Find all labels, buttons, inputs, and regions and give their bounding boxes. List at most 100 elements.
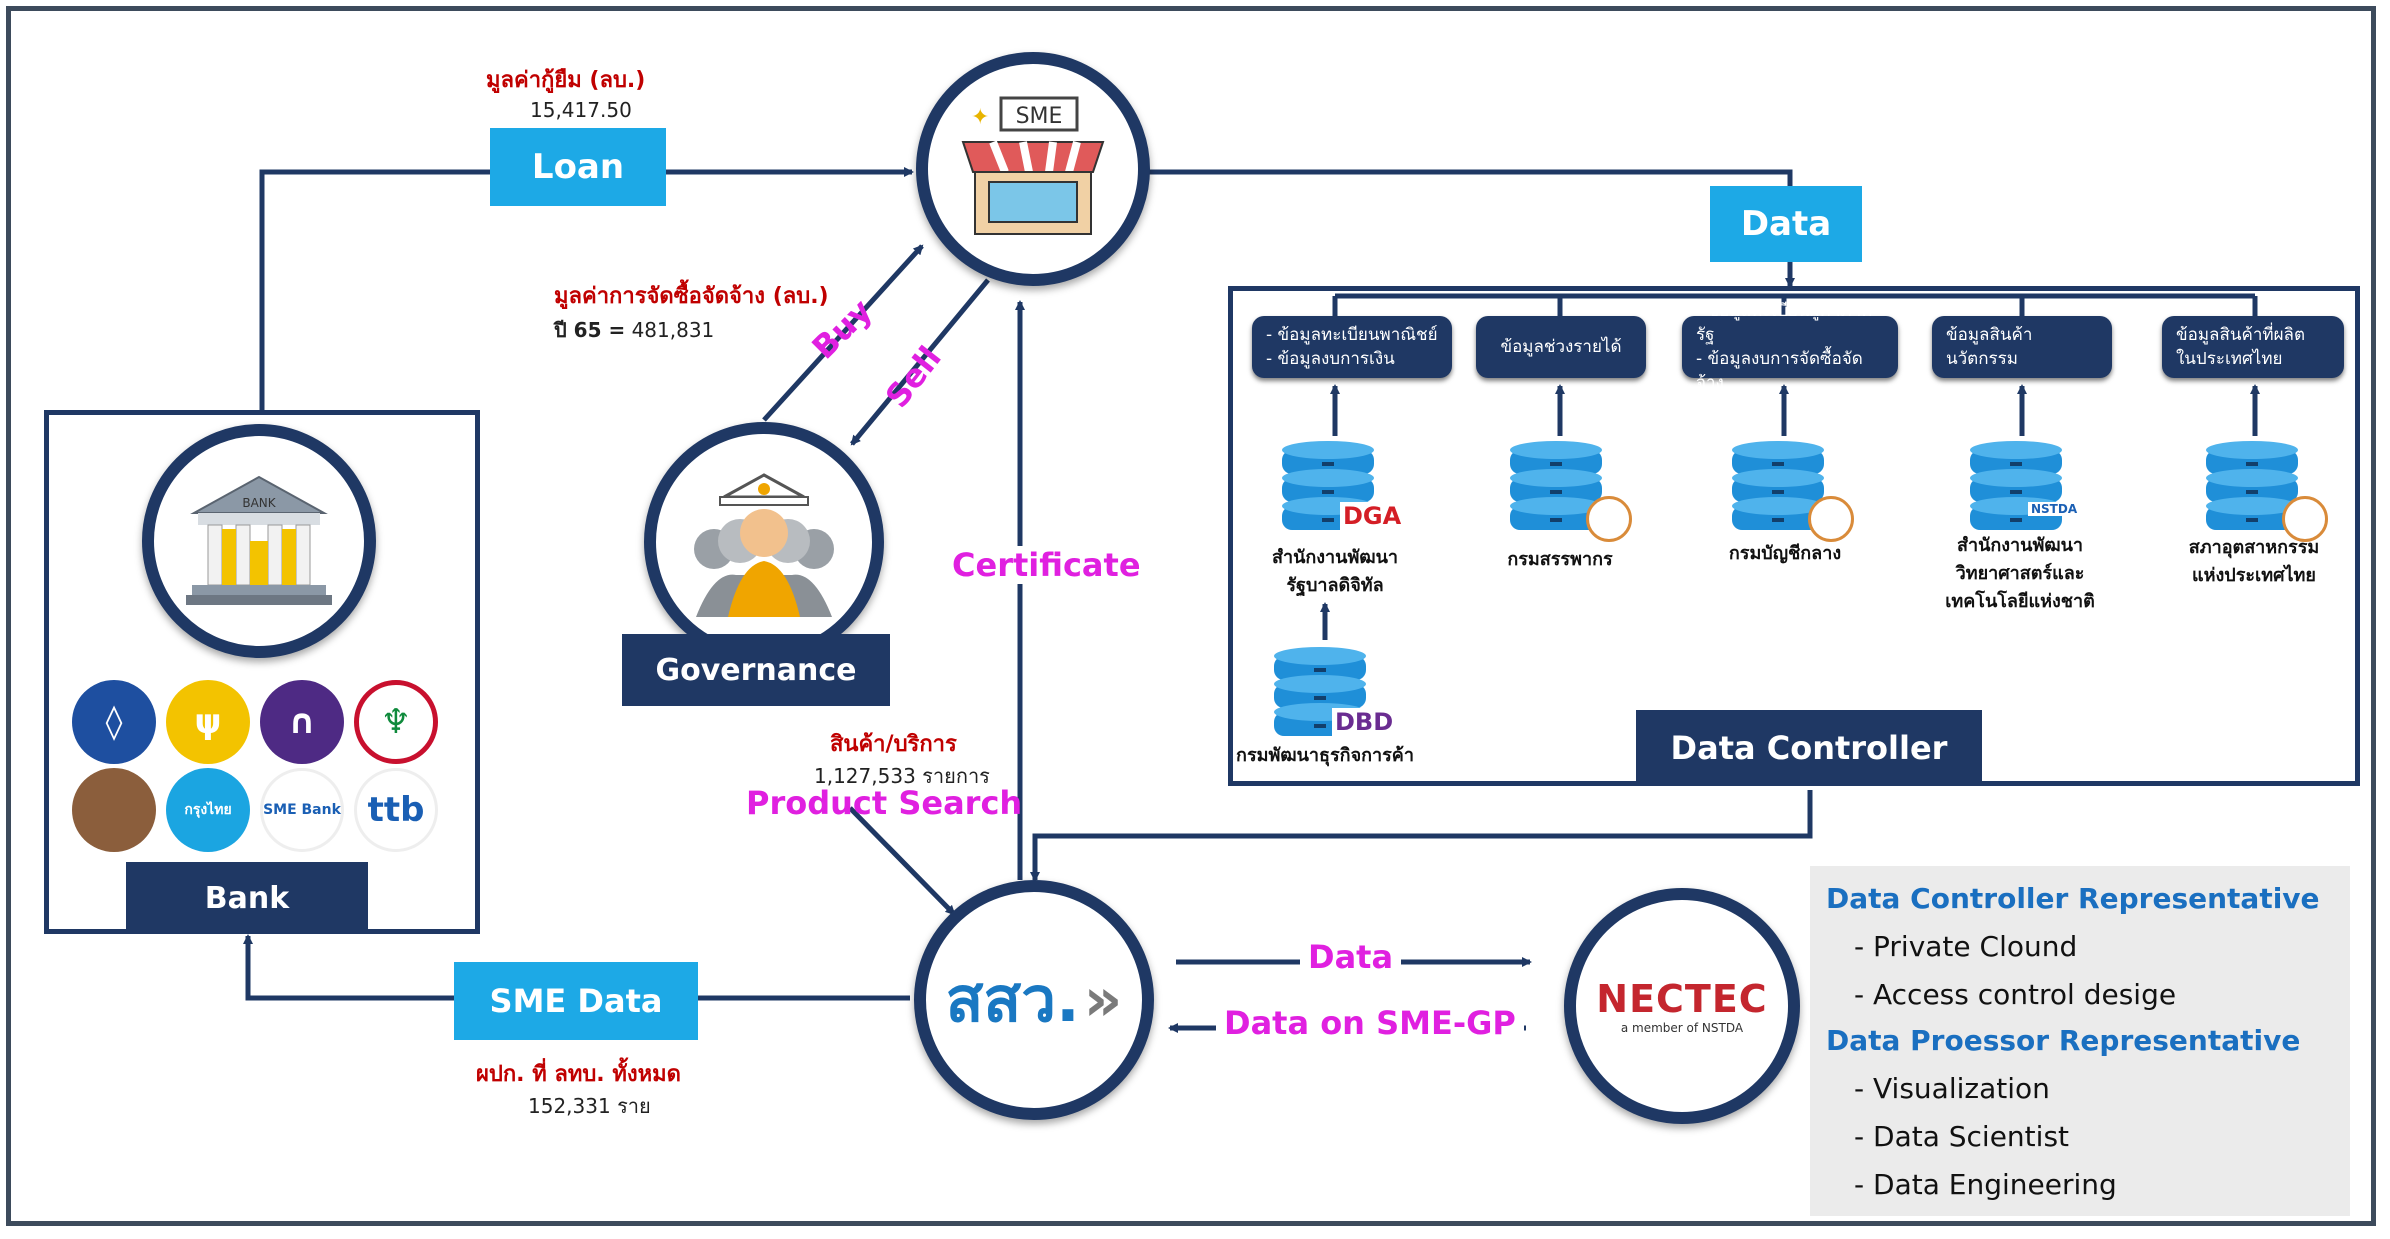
source-badge: NSTDA — [2028, 502, 2081, 516]
flow-data-gp-label: Data on SME-GP — [1216, 1004, 1524, 1042]
data-pill-2: ข้อมูลช่วงรายได้ — [1476, 316, 1646, 378]
source-badge: DBD — [1332, 708, 1397, 736]
data-pill-3: - ข้อมูลทะเบียนผู้ค้าภาครัฐ- ข้อมูลงบการ… — [1682, 301, 1898, 393]
loan-connector — [259, 167, 914, 410]
loan-value: 15,417.50 — [530, 98, 632, 122]
source-caption: กรมสรรพากร — [1460, 546, 1660, 574]
source-caption-line: กรมบัญชีกลาง — [1728, 543, 1842, 564]
source-caption: สำนักงานพัฒนาวิทยาศาสตร์และเทคโนโลยีแห่ง… — [1930, 532, 2110, 616]
data-pill-4: ข้อมูลสินค้านวัตกรรม — [1932, 316, 2112, 378]
flow-data-label: Data — [1300, 938, 1402, 976]
loan-box: Loan — [490, 128, 666, 206]
database-icon — [2206, 441, 2298, 530]
data-pill-line: - ข้อมูลทะเบียนพาณิชย์ — [1266, 325, 1438, 345]
agency-seal-icon — [1586, 496, 1632, 542]
sme-data-box: SME Data — [454, 962, 698, 1040]
sme-shop-icon: SME ✦ — [961, 96, 1105, 235]
database-icon — [1510, 441, 1602, 530]
svg-text:BANK: BANK — [242, 496, 276, 510]
controller-rep-title: Data Controller Representative — [1826, 882, 2320, 915]
data-pill-line: - ข้อมูลงบการเงิน — [1266, 349, 1395, 369]
diagram-frame — [6, 6, 2376, 1226]
governance-icon — [694, 473, 834, 617]
data-pill-line: ข้อมูลช่วงรายได้ — [1500, 337, 1622, 357]
source-caption-line: รัฐบาลดิจิทัล — [1286, 575, 1384, 596]
controller-item-2: - Access control desige — [1854, 978, 2177, 1011]
source-caption-line: เทคโนโลยีแห่งชาติ — [1945, 591, 2095, 612]
sesa-circle: สสว. » — [914, 880, 1154, 1120]
source-caption-line: สภาอุตสาหกรรม — [2188, 537, 2320, 558]
bank-building-icon: BANK — [186, 475, 332, 605]
procurement-line: ปี 65 = 481,831 — [554, 314, 714, 346]
processor-item-2: - Data Scientist — [1854, 1120, 2070, 1153]
processor-rep-title: Data Proessor Representative — [1826, 1024, 2301, 1057]
bank-logo-smebank: SME Bank — [260, 768, 344, 852]
database-icon — [1970, 441, 2062, 530]
database-icon — [1282, 441, 1374, 530]
nectec-name: NECTEC — [1596, 977, 1768, 1021]
svg-text:✦: ✦ — [971, 105, 989, 130]
data-controller-box: Data Controller — [1636, 710, 1982, 786]
source-caption-line: แห่งประเทศไทย — [2192, 565, 2316, 586]
sell-connector — [850, 278, 990, 446]
governance-box: Governance — [622, 634, 890, 706]
source-caption-line: กรมสรรพากร — [1507, 549, 1613, 570]
sme-data-value: 152,331 ราย — [528, 1094, 651, 1118]
processor-item-3: - Data Engineering — [1854, 1168, 2117, 1201]
governance-circle — [644, 422, 884, 662]
bank-logo-kbank: ♆ — [354, 680, 438, 764]
procurement-value: 481,831 — [631, 318, 715, 342]
agency-seal-icon — [2282, 496, 2328, 542]
source-caption: กรมบัญชีกลาง — [1690, 540, 1880, 568]
bank-logo-baac — [72, 768, 156, 852]
source-caption-line: สำนักงานพัฒนา — [1956, 535, 2084, 556]
nectec-sub: a member of NSTDA — [1620, 1021, 1744, 1035]
sesa-chevron-icon: » — [1083, 965, 1123, 1035]
bank-box: Bank — [126, 862, 368, 934]
nectec-logo: NECTEC a member of NSTDA — [1596, 977, 1767, 1035]
data-pill-line: ข้อมูลสินค้านวัตกรรม — [1946, 325, 2033, 369]
controller-item-1: - Private Clound — [1854, 930, 2078, 963]
database-icon — [1732, 441, 1824, 530]
data-pill-line: - ข้อมูลทะเบียนผู้ค้าภาครัฐ — [1696, 301, 1873, 345]
agency-seal-icon — [1808, 496, 1854, 542]
bank-logo-bbl: ◊ — [72, 680, 156, 764]
nectec-circle: NECTEC a member of NSTDA — [1564, 888, 1800, 1124]
database-icon — [1274, 647, 1366, 736]
bank-logo-krungsri: ψ — [166, 680, 250, 764]
sesa-logo-text: สสว. — [945, 963, 1080, 1036]
controller-to-sesa-connector — [1030, 790, 1813, 882]
source-caption-line: กรมพัฒนาธุรกิจการค้า — [1236, 745, 1414, 766]
data-pill-5: ข้อมูลสินค้าที่ผลิตในประเทศไทย — [2162, 316, 2344, 378]
product-search-connector — [848, 806, 956, 916]
loan-heading: มูลค่ากู้ยืม (ลบ.) — [486, 68, 646, 93]
sme-data-heading: ผปก. ที่ ลทบ. ทั้งหมด — [476, 1062, 681, 1087]
product-value: 1,127,533 รายการ — [814, 764, 990, 788]
procurement-heading: มูลค่าการจัดซื้อจัดจ้าง (ลบ.) — [554, 284, 829, 309]
representative-info-box — [1810, 866, 2350, 1216]
bank-circle: BANK — [142, 424, 376, 658]
buy-connector — [762, 244, 924, 422]
source-badge: DGA — [1340, 502, 1405, 530]
product-heading: สินค้า/บริการ — [830, 732, 957, 757]
source-caption-line: สำนักงานพัฒนา — [1271, 547, 1399, 568]
source-caption: สำนักงานพัฒนารัฐบาลดิจิทัล — [1230, 544, 1440, 600]
source-caption-line: วิทยาศาสตร์และ — [1955, 563, 2085, 584]
source-caption: สภาอุตสาหกรรมแห่งประเทศไทย — [2154, 534, 2354, 590]
bank-logo-krungthai: กรุงไทย — [166, 768, 250, 852]
data-pill-1: - ข้อมูลทะเบียนพาณิชย์ - ข้อมูลงบการเงิน — [1252, 316, 1452, 378]
bank-logo-scb: ∩ — [260, 680, 344, 764]
data-pill-line: ข้อมูลสินค้าที่ผลิต — [2176, 325, 2305, 345]
source-caption: กรมพัฒนาธุรกิจการค้า — [1200, 742, 1450, 770]
sme-to-data-connector — [1140, 169, 1795, 288]
certificate-label: Certificate — [948, 546, 1145, 584]
procurement-year: ปี 65 = — [554, 318, 626, 342]
sesa-logo: สสว. » — [946, 951, 1123, 1049]
product-search-label: Product Search — [746, 784, 1023, 822]
sme-shop-circle: SME ✦ — [916, 52, 1150, 286]
data-pill-line: - ข้อมูลงบการจัดซื้อจัดจ้าง — [1696, 349, 1863, 393]
bank-logo-ttb: ttb — [354, 768, 438, 852]
data-pill-line: ในประเทศไทย — [2176, 349, 2283, 369]
data-box: Data — [1710, 186, 1862, 262]
svg-text:SME: SME — [1016, 104, 1063, 129]
